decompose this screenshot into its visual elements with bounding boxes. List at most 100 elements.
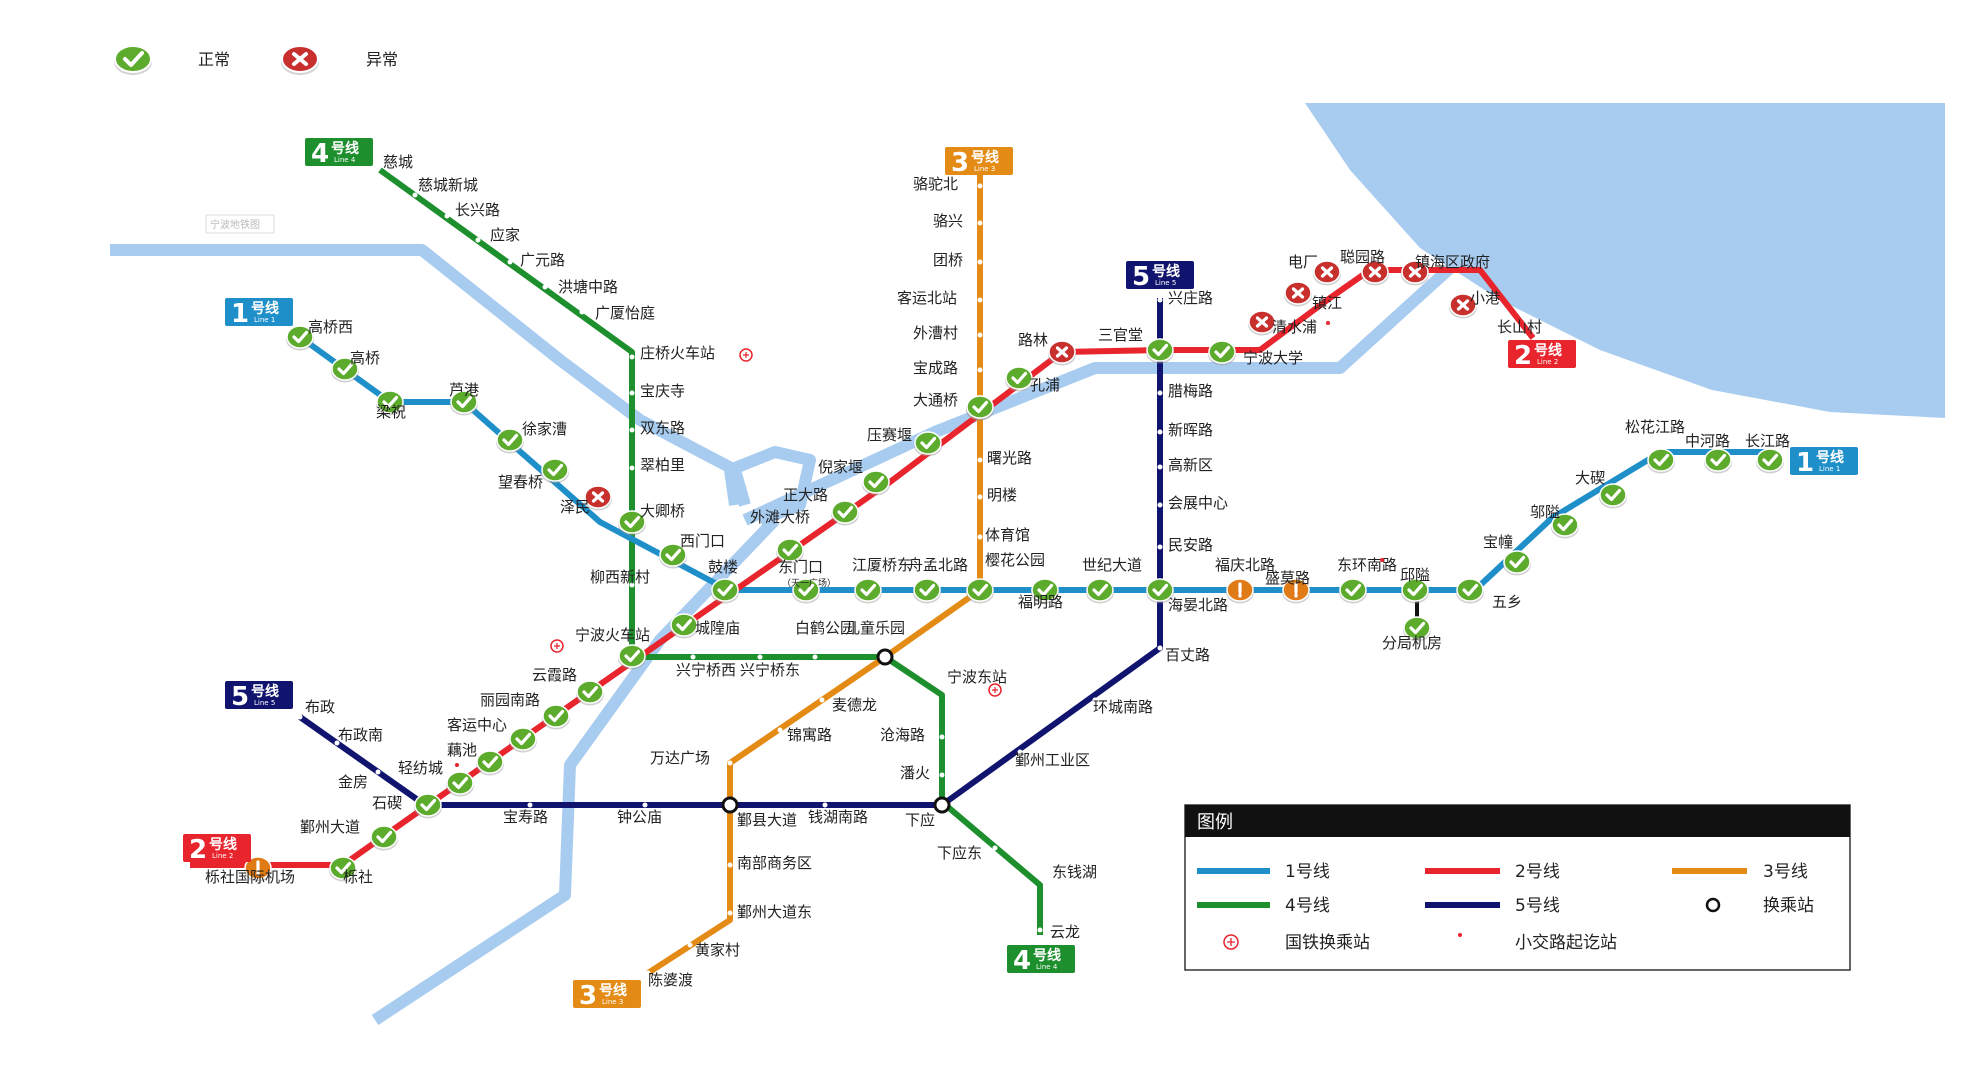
station-label: 百丈路 <box>1165 646 1210 664</box>
transfer-rings <box>721 648 951 814</box>
station-error-icon <box>1313 260 1341 286</box>
badge-label: 号线 <box>331 140 359 157</box>
badge-number: 2 <box>189 835 207 865</box>
station-ok-icon <box>776 538 804 564</box>
legend-rail-transfer-label: 国铁换乘站 <box>1285 933 1370 953</box>
badge-number: 4 <box>1013 946 1031 976</box>
station-ok-icon <box>618 644 646 670</box>
station-label: 松花江路 <box>1625 418 1685 436</box>
station-label: 丽园南路 <box>480 691 540 709</box>
station-ok-icon <box>711 578 739 604</box>
station-label: 高桥 <box>350 349 380 367</box>
station-warning-icon <box>1282 578 1310 604</box>
station-label: 东钱湖 <box>1052 863 1097 881</box>
station-ok-icon <box>1456 578 1484 604</box>
station-label: 福庆北路 <box>1215 556 1275 574</box>
badge-label: 号线 <box>1534 342 1562 359</box>
station-ok-icon <box>659 543 687 569</box>
legend-title: 图例 <box>1197 812 1233 833</box>
station-ok-icon <box>414 793 442 819</box>
station-ok-icon <box>286 325 314 351</box>
station-label: 锦寓路 <box>787 726 832 744</box>
station-label: 海晏北路 <box>1168 596 1228 614</box>
station-ok-icon <box>1599 483 1627 509</box>
station-ok-icon <box>542 704 570 730</box>
station-label: 宁波火车站 <box>575 626 650 644</box>
station-label: 陈婆渡 <box>648 971 693 989</box>
station-ok-icon <box>1146 578 1174 604</box>
station-label: 东环南路 <box>1337 556 1397 574</box>
station-ok-icon <box>913 578 941 604</box>
river-south <box>371 515 780 1026</box>
station-label: 轻纺城 <box>398 759 443 777</box>
station-label: 民安路 <box>1168 536 1213 554</box>
badge-label: 号线 <box>1152 263 1180 280</box>
rail-transfer-icon <box>739 348 753 362</box>
station-ok-icon <box>670 613 698 639</box>
station-label: 外滩大桥 <box>750 508 810 526</box>
station-error-icon <box>1361 260 1389 286</box>
station-label: 中河路 <box>1685 432 1730 450</box>
badge-sublabel: Line 1 <box>1819 465 1840 473</box>
badge-sublabel: Line 1 <box>254 316 275 324</box>
station-label: 五乡 <box>1492 593 1522 611</box>
short-turn-star <box>1326 321 1330 325</box>
station-label: 长江路 <box>1745 432 1790 450</box>
badge-label: 号线 <box>1816 449 1844 466</box>
legend-header <box>1185 805 1850 837</box>
station-label: 会展中心 <box>1168 494 1228 512</box>
station-error-icon <box>1248 310 1276 336</box>
station-label: 大碶 <box>1575 469 1605 487</box>
badge-sublabel: Line 2 <box>212 852 233 860</box>
faint-map-label: 宁波地铁图 <box>210 218 260 231</box>
station-label: 广元路 <box>520 251 565 269</box>
station-ok-icon <box>1146 338 1174 364</box>
station-label: 客运北站 <box>897 289 957 307</box>
station-label: 高新区 <box>1168 456 1213 474</box>
station-label: 镇海区政府 <box>1415 253 1490 271</box>
station-label: 骆兴 <box>933 212 963 230</box>
station-ok-icon <box>1005 366 1033 392</box>
station-label: 清水浦 <box>1272 318 1317 336</box>
station-ok-icon <box>446 771 474 797</box>
station-label: 大通桥 <box>913 391 958 409</box>
badge-number: 5 <box>1132 262 1150 292</box>
badge-sublabel: Line 2 <box>1537 358 1558 366</box>
station-label: 腊梅路 <box>1168 382 1213 400</box>
legend-transfer-icon <box>1705 897 1721 913</box>
station-label: 沧海路 <box>880 726 925 744</box>
station-label: 儿童乐园 <box>845 619 905 637</box>
station-label: 洪塘中路 <box>558 278 618 296</box>
badge-sublabel: Line 5 <box>254 699 275 707</box>
station-ok-icon <box>792 578 820 604</box>
badge-label: 号线 <box>251 683 279 700</box>
badge-label: 号线 <box>209 836 237 853</box>
legend-rail-transfer-icon <box>1223 934 1239 950</box>
station-label: 应家 <box>490 226 520 244</box>
transfer-ring-junction-north <box>876 648 894 666</box>
station-label: 鼓楼 <box>708 558 738 576</box>
station-label: 翠柏里 <box>640 456 685 474</box>
station-label: 正大路 <box>783 486 828 504</box>
station-label: 客运中心 <box>447 716 507 734</box>
map-decorations <box>455 321 1384 767</box>
station-warning-icon <box>244 856 272 882</box>
station-error-icon <box>1449 293 1477 319</box>
station-ok-icon <box>496 428 524 454</box>
station-label: 邱隘 <box>1400 566 1430 584</box>
badge-sublabel: Line 5 <box>1155 279 1176 287</box>
station-label: 麦德龙 <box>832 696 877 714</box>
station-ok-icon <box>1503 550 1531 576</box>
station-label: 鄞州工业区 <box>1015 751 1090 769</box>
station-label: 栎社 <box>343 868 373 886</box>
station-label: 鄞县大道 <box>737 811 797 829</box>
station-label: 福明路 <box>1018 593 1063 611</box>
station-label: 新晖路 <box>1168 421 1213 439</box>
badge-sublabel: Line 4 <box>1036 963 1058 971</box>
